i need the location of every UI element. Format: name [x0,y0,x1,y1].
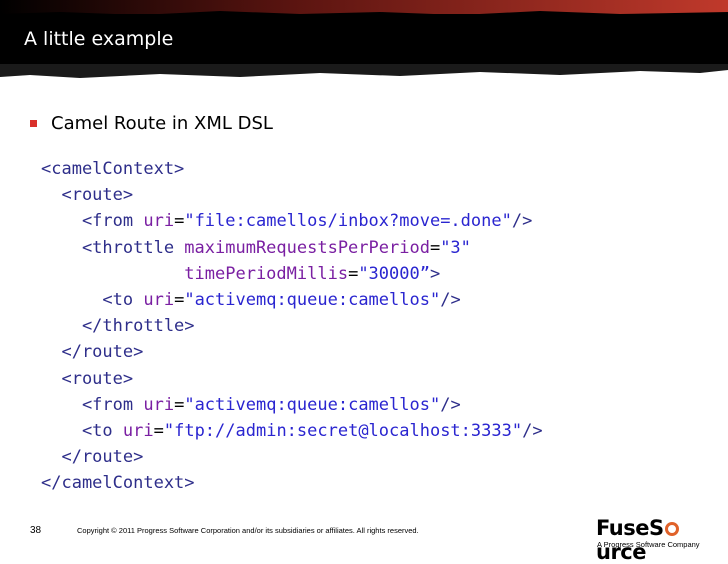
code-token-eq: = [174,211,185,232]
code-token-eq: = [348,263,359,284]
code-line: <route> [41,366,543,392]
code-token-tag: /> [440,394,461,415]
header-stripe-decoration [0,0,728,20]
company-tagline: A Progress Software Company [597,540,700,549]
code-token-attr: timePeriodMillis [184,263,349,284]
code-token-tag: <camelContext> [41,159,185,179]
code-token-eq: = [174,394,185,415]
code-token-tag: /> [522,420,543,441]
logo-text-start: FuseS [596,516,664,540]
code-token-val: "file:camellos/inbox?move=.done" [184,211,512,232]
code-token-tag: <throttle [41,237,185,258]
code-line: </route> [41,339,543,365]
code-line: <to uri="ftp://admin:secret@localhost:33… [41,418,543,444]
code-token-val: "3" [440,237,471,258]
code-token-attr: uri [143,211,175,232]
code-token-tag: <from [41,211,144,232]
page-number: 38 [30,525,42,536]
code-line: <route> [41,182,543,208]
code-line: <to uri="activemq:queue:camellos"/> [41,287,543,313]
code-token-val: "ftp://admin:secret@localhost:3333" [163,420,523,441]
code-token-tag: > [429,263,441,284]
bullet-item: Camel Route in XML DSL [30,113,273,134]
code-line: <from uri="activemq:queue:camellos"/> [41,392,543,418]
code-token-tag: <from [41,394,144,415]
copyright-notice: Copyright © 2011 Progress Software Corpo… [77,526,419,535]
code-token-attr: uri [143,394,175,415]
header-grunge-edge [0,64,728,82]
code-token-eq: = [153,420,164,441]
bullet-text: Camel Route in XML DSL [51,113,273,134]
code-line: timePeriodMillis="30000”> [41,261,543,287]
code-token-tag: </throttle> [41,316,195,337]
code-token-tag: <to [41,420,123,441]
xml-code-block: <camelContext> <route> <from uri="file:c… [41,156,543,496]
code-token-attr: uri [122,420,154,441]
code-token-attr: uri [143,289,175,310]
code-line: </camelContext> [41,470,543,496]
code-token-tag: <route> [41,368,134,389]
code-line: </route> [41,444,543,470]
code-token-tag: /> [511,211,533,232]
bullet-square-icon [30,120,37,127]
code-token-val: "30000” [358,263,430,284]
code-token-val: "activemq:queue:camellos" [184,289,441,310]
code-token-tag: /> [440,289,461,310]
slide-title: A little example [24,28,174,50]
code-token-tag: </route> [41,342,144,363]
code-line: <throttle maximumRequestsPerPeriod="3" [41,235,543,261]
code-token-eq: = [429,237,441,258]
code-token-eq: = [174,289,185,310]
title-banner: A little example [0,0,728,82]
code-token-tag: </camelContext> [41,473,195,494]
code-line: <camelContext> [41,156,543,182]
code-token-tag: </route> [41,447,144,468]
code-line: </throttle> [41,313,543,339]
code-token-tag: <route> [41,185,134,206]
code-token-tag [41,264,184,284]
code-token-val: "activemq:queue:camellos" [184,394,441,415]
slide-footer: 38 Copyright © 2011 Progress Software Co… [0,510,728,564]
code-line: <from uri="file:camellos/inbox?move=.don… [41,208,543,234]
logo-ring-icon [664,522,679,536]
code-token-attr: maximumRequestsPerPeriod [184,237,430,258]
code-token-tag: <to [41,289,144,310]
